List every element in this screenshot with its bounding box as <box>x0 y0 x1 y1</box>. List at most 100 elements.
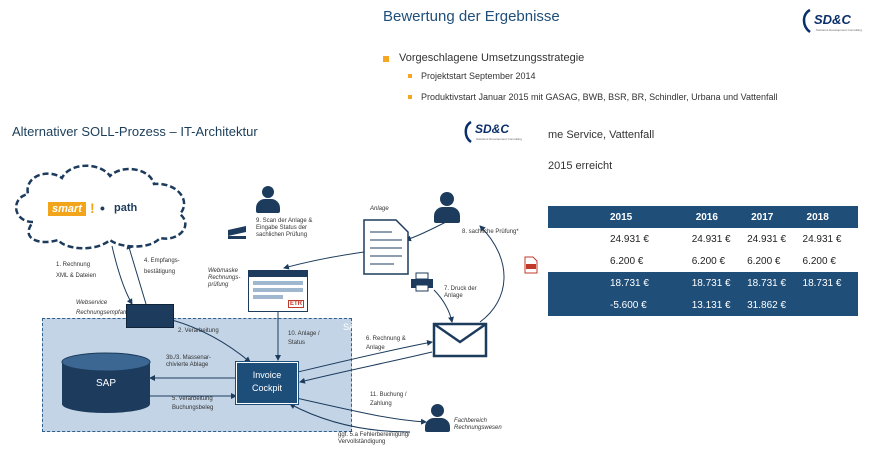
step-3-line: chivierte Ablage <box>166 361 209 368</box>
arrow-department-to-cockpit <box>289 403 411 433</box>
table-cell: 31.862 € <box>747 299 787 311</box>
webmask-line: Webmaske <box>208 268 238 274</box>
step-9-label: 9. Scan der Anlage & Eingabe Status der … <box>256 218 312 239</box>
envelope-icon <box>432 322 488 358</box>
sdc-logo-tagline: Solutions Development Consulting <box>816 28 862 32</box>
step-7-line: Anlage <box>444 292 463 299</box>
step-10-label: 10. Anlage / Status <box>288 331 320 347</box>
department-person-icon <box>431 404 444 417</box>
step-5a-line: ggf. 5.a Fehlerbereinigung/ <box>338 432 410 438</box>
arrow-envelope-to-cockpit <box>299 351 433 384</box>
webmask-line: Rechnungs- <box>208 274 241 281</box>
step-5a-line: Vervollständigung <box>338 438 386 445</box>
arrow-empfangsbestaetigung <box>126 243 147 305</box>
slide-title: Bewertung der Ergebnisse <box>383 8 560 25</box>
webservice-label: Webservice Rechnungsempfang <box>76 300 130 317</box>
bullet-partial-service: me Service, Vattenfall <box>548 129 655 141</box>
bullet-strategy: Vorgeschlagene Umsetzungsstrategie <box>399 52 585 64</box>
sdc-logo: SD&C Solutions Development Consulting <box>800 6 880 36</box>
step-11-line: 11. Buchung / <box>370 392 407 398</box>
sap-zone-label: SAP <box>343 322 362 332</box>
bullet-marker <box>408 95 412 99</box>
table-header-row: 2015 2016 2017 2018 <box>548 206 858 228</box>
arrow-person-to-document <box>405 221 447 242</box>
reviewer-person-body <box>434 207 460 223</box>
step-5-line: 5. Verarbeitung <box>172 396 213 402</box>
step-7-line: 7. Druck der <box>444 286 477 292</box>
webservice-line: Rechnungsempfang <box>76 309 130 316</box>
sdc-logo-text: SD&C <box>814 12 851 27</box>
sdc-logo-secondary: SD&C Solutions Development Consulting <box>462 118 542 146</box>
table-header-cell: 2018 <box>806 211 829 223</box>
step-9-line: Eingabe Status der <box>256 224 308 231</box>
table-cell: 6.200 € <box>747 255 781 267</box>
invoice-cockpit-line: Cockpit <box>251 383 282 393</box>
step-6-line: Anlage <box>366 344 385 351</box>
step-7-label: 7. Druck der Anlage <box>444 286 477 300</box>
bullet-projektstart: Projektstart September 2014 <box>421 71 536 81</box>
path-text: path <box>114 202 138 214</box>
table-row: -5.600 € 13.131 € 31.862 € <box>548 294 858 316</box>
arrow-rechnung-to-webservice <box>111 245 133 305</box>
table-cell: 6.200 € <box>691 255 726 267</box>
smart-text: smart <box>48 202 86 216</box>
step-3-line: 3b./3. Massenar- <box>166 355 212 361</box>
department-line: Rechnungswesen <box>454 424 502 431</box>
arrow-cockpit-to-envelope <box>297 339 433 373</box>
sdc-logo-swoosh-icon <box>464 120 472 144</box>
step-5-label: 5. Verarbeitung Buchungsbeleg <box>172 396 213 412</box>
webmask-field <box>253 281 303 285</box>
arrow-envelope-to-person <box>479 225 505 323</box>
webservice-box <box>126 304 174 328</box>
diagram-title: Alternativer SOLL-Prozess – IT-Architekt… <box>12 124 258 139</box>
scan-person-icon <box>262 186 274 198</box>
step-10-line: Status <box>288 339 306 346</box>
sdc-logo-text: SD&C <box>475 122 510 136</box>
arrow-cockpit-to-department <box>295 397 427 425</box>
step-4-line: 4. Empfangs- <box>144 258 180 264</box>
table-header-cell: 2015 <box>610 211 633 223</box>
table-row: 24.931 € 24.931 € 24.931 € 24.931 € <box>548 228 858 250</box>
step-5a-label: ggf. 5.a Fehlerbereinigung/ Vervollständ… <box>338 432 410 446</box>
dot-icon: • <box>100 200 105 216</box>
department-person-body <box>425 418 450 432</box>
eta-badge: ETR <box>288 300 304 308</box>
scanner-icon <box>228 226 246 239</box>
step-1-line: XML & Dateien <box>56 272 97 279</box>
step-5-line: Buchungsbeleg <box>172 404 214 411</box>
pdf-file-icon <box>524 256 538 274</box>
table-row: 6.200 € 6.200 € 6.200 € 6.200 € <box>548 250 858 272</box>
table-cell: 18.731 € <box>691 277 731 289</box>
cloud-icon <box>15 164 187 250</box>
arrow-document-to-webmask <box>283 251 365 270</box>
webmask-line: prüfung <box>208 281 229 288</box>
arrow-printer-to-envelope <box>433 289 454 323</box>
smart-dot-icon: ! <box>90 200 95 216</box>
table-header-cell: 2016 <box>695 211 718 223</box>
webmask-field <box>253 288 303 292</box>
table-cell: 6.200 € <box>610 255 644 267</box>
step-11-label: 11. Buchung / Zahlung <box>370 392 407 408</box>
step-11-line: Zahlung <box>370 400 392 407</box>
step-1-line: 1. Rechnung <box>56 262 91 268</box>
bullet-marker <box>408 74 412 78</box>
sap-database-icon <box>61 352 151 413</box>
bullet-marker <box>383 56 389 62</box>
webmask-field <box>253 295 283 299</box>
bullet-produktivstart: Produktivstart Januar 2015 mit GASAG, BW… <box>421 92 778 102</box>
table-cell: 18.731 € <box>610 277 649 289</box>
step-8-label: 8. sachliche Prüfung* <box>462 229 519 235</box>
step-4-label: 4. Empfangs- bestätigung <box>144 258 180 276</box>
webmask-label: Webmaske Rechnungs- prüfung <box>208 268 240 289</box>
step-9-line: 9. Scan der Anlage & <box>256 218 313 224</box>
department-label: Fachbereich Rechnungswesen <box>454 418 502 432</box>
step-4-line: bestätigung <box>144 268 176 275</box>
table-cell: 18.731 € <box>747 277 787 289</box>
invoice-cockpit-line: Invoice <box>252 370 282 380</box>
table-row: 18.731 € 18.731 € 18.731 € 18.731 € <box>548 272 858 294</box>
document-icon <box>363 219 409 275</box>
attachment-label: Anlage <box>370 206 389 212</box>
invoice-cockpit: Invoice Cockpit <box>236 362 298 404</box>
step-6-line: 6. Rechnung & <box>366 336 406 342</box>
